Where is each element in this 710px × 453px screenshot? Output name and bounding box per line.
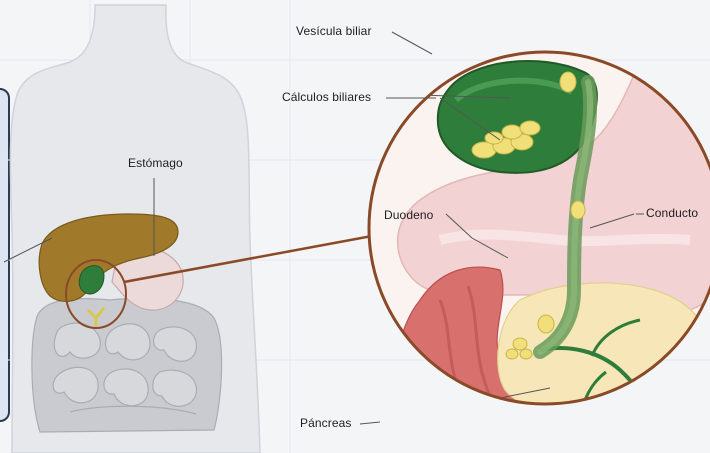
intestines xyxy=(32,298,222,432)
label-gallstones: Cálculos biliares xyxy=(282,90,371,104)
label-duct: Conducto xyxy=(646,206,698,220)
pancreas-leader-line xyxy=(360,422,380,424)
label-pancreas: Páncreas xyxy=(300,416,352,430)
gallbladder-leader-line xyxy=(392,32,432,54)
magnified-view xyxy=(369,52,710,422)
label-gallbladder: Vesícula biliar xyxy=(296,24,372,38)
label-stomach: Estómago xyxy=(128,156,183,170)
label-duodenum: Duodeno xyxy=(384,208,433,222)
